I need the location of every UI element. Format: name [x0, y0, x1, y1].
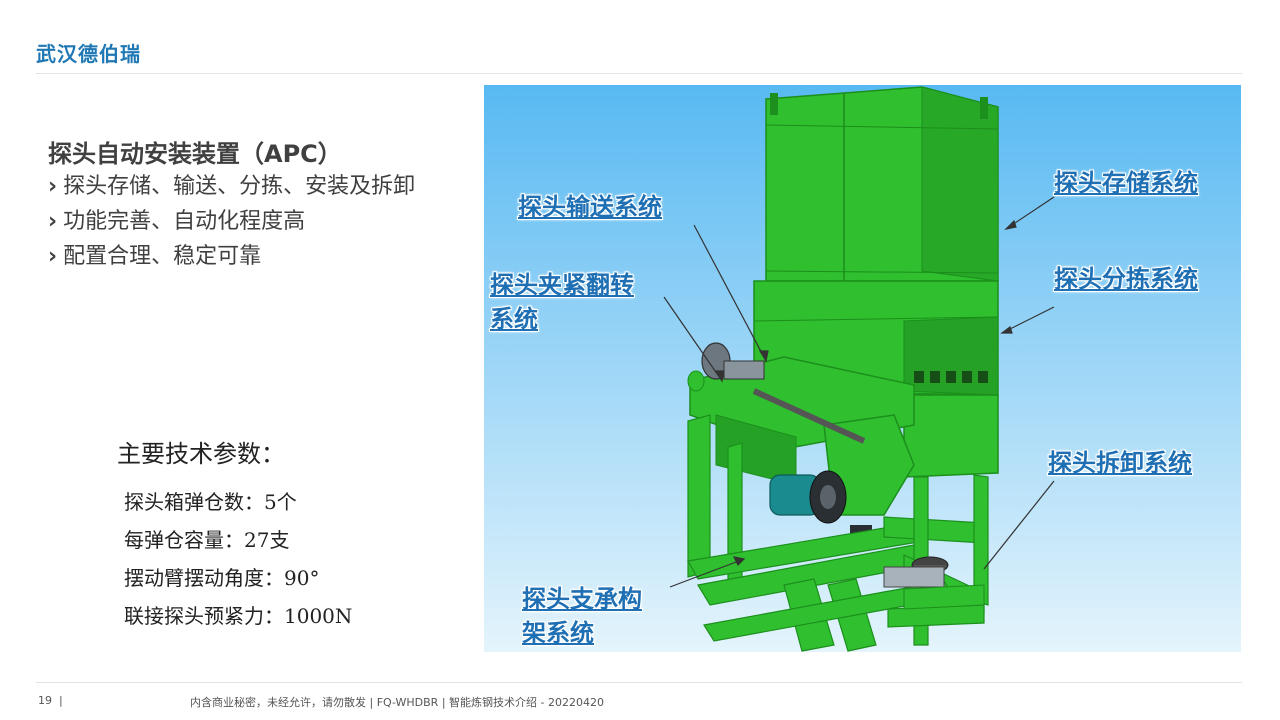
param-item: 每弹仓容量：27支 — [124, 528, 290, 552]
header-divider — [36, 73, 1242, 74]
param-item: 摆动臂摆动角度：90° — [124, 566, 320, 590]
param-item: 联接探头预紧力：1000N — [124, 604, 353, 628]
chevron-right-icon: › — [48, 244, 58, 269]
chevron-right-icon: › — [48, 174, 58, 199]
label-sorting-system: 探头分拣系统 — [1054, 265, 1198, 293]
label-conveying-system: 探头输送系统 — [518, 193, 662, 221]
param-item: 探头箱弹仓数：5个 — [124, 490, 297, 514]
params-title: 主要技术参数： — [117, 440, 285, 468]
feature-item: ›配置合理、稳定可靠 — [48, 244, 262, 269]
label-clamp-flip-system: 探头夹紧翻转 系统 — [490, 271, 634, 333]
feature-list: ›探头存储、输送、分拣、安装及拆卸 ›功能完善、自动化程度高 ›配置合理、稳定可… — [48, 172, 415, 277]
apc-machine-figure — [484, 85, 1241, 652]
page-number: 19 | — [38, 694, 63, 707]
chevron-right-icon: › — [48, 209, 58, 234]
footer-confidentiality-text: 内含商业秘密，未经允许，请勿散发 | FQ-WHDBR | 智能炼钢技术介绍 -… — [190, 696, 604, 709]
feature-item: ›探头存储、输送、分拣、安装及拆卸 — [48, 174, 416, 199]
feature-item: ›功能完善、自动化程度高 — [48, 209, 306, 234]
label-removal-system: 探头拆卸系统 — [1048, 449, 1192, 477]
apc-machine-illustration — [484, 85, 1241, 652]
label-support-frame-system: 探头支承构 架系统 — [522, 585, 642, 647]
brand-logo-text: 武汉德伯瑞 — [36, 42, 141, 66]
label-storage-system: 探头存储系统 — [1054, 169, 1198, 197]
slide-heading: 探头自动安装装置（APC） — [48, 140, 342, 168]
footer-divider — [36, 682, 1242, 683]
params-list: 探头箱弹仓数：5个 每弹仓容量：27支 摆动臂摆动角度：90° 联接探头预紧力：… — [124, 486, 352, 638]
